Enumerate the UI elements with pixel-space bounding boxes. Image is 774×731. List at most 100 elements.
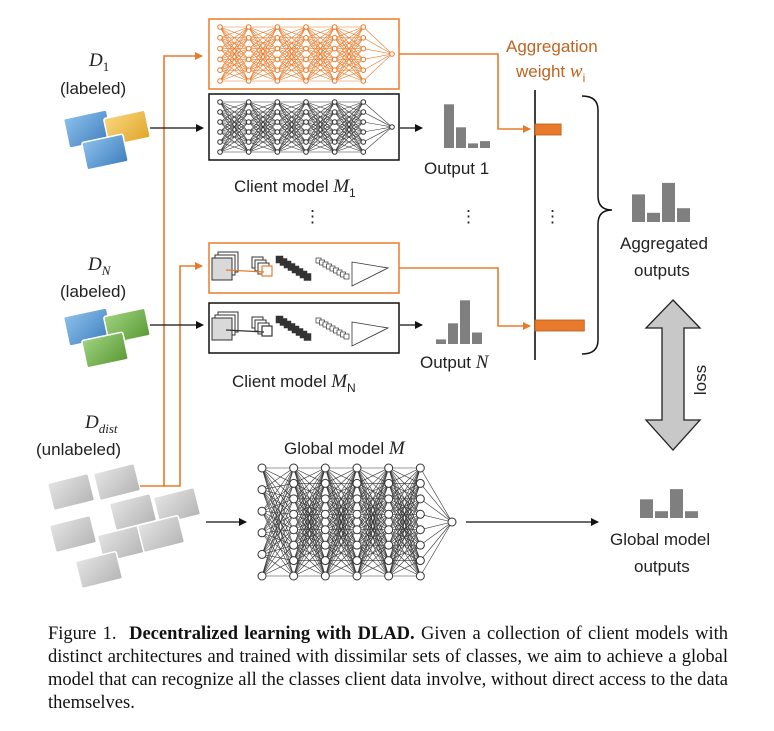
network-node [274,56,281,63]
network-edge [248,26,278,49]
cnn-layer [303,273,312,281]
network-node [360,119,367,125]
network-edge [293,483,326,577]
cnn-layer [261,325,273,337]
network-node [320,478,330,488]
network-edge [334,37,364,82]
network-edge [363,37,393,55]
network-edge [219,121,249,153]
network-edge [261,510,294,546]
output-1-label: Output 1 [424,159,489,178]
network-edge [325,467,358,530]
dlad-diagram: D1 (labeled) DN (labeled) Ddist (unlabel… [36,18,710,589]
histogram-bar [448,323,458,344]
histogram-bar [670,489,683,518]
network-node [217,24,223,30]
network-edge [388,467,421,546]
network-edge [261,489,294,515]
network-node [415,556,425,566]
histogram-bar [480,141,490,148]
network-node [303,119,309,125]
network-edge [334,101,364,133]
network-node [360,109,367,115]
network-node [384,478,394,488]
network-edge [261,498,294,577]
network-node [384,540,394,550]
dataset-dist-images [46,463,202,589]
network-edge [293,560,326,577]
network-edge [388,483,421,577]
network-node [415,525,425,535]
network-edge [305,101,335,123]
data-arrows [150,124,599,526]
network-edge [277,141,307,153]
network-edge [293,498,326,577]
network-node [389,51,395,57]
aggregated-label-line1: Aggregated [620,234,708,253]
cnn-layer [303,333,312,341]
network-node [303,149,309,155]
network-edge [388,529,421,577]
network-edge [219,141,249,153]
dataset-dn-images [62,307,151,369]
network-edge [219,26,249,82]
network-edge [356,560,389,577]
network-node [415,494,425,504]
network-edge [261,514,294,555]
network-edge [363,101,393,128]
network-edge [388,544,421,577]
network-node [415,509,425,519]
network-edge [248,101,278,153]
network-edge [293,467,326,500]
network-edge [388,467,421,500]
network-edge [261,532,294,546]
network-edge [293,467,326,561]
network-edge [261,467,294,490]
network-edge [277,59,307,82]
network-node [245,67,252,73]
network-edge [363,53,393,60]
network-edge [261,532,294,561]
network-node [320,463,330,473]
network-edge [325,514,358,577]
network-edge [219,26,249,39]
network-edge [356,483,389,577]
network-edge [325,467,358,561]
network-edge [388,467,421,484]
network-node [320,540,330,550]
network-edge [248,26,278,71]
network-node [217,119,223,125]
vertical-dots-models: ⋮ [304,207,321,226]
network-edge [261,529,294,555]
network-node [245,139,252,145]
network-edge [293,529,326,577]
network-node [331,35,338,41]
histogram-bar [468,143,478,148]
network-node [303,45,309,52]
network-node [274,109,281,115]
output-n-histogram [436,300,482,344]
network-edge [261,498,294,512]
network-edge [261,529,294,534]
network-edge [248,69,278,82]
network-node [415,478,425,488]
network-edge [356,498,389,577]
network-edge [277,131,307,153]
network-edge [334,121,364,153]
network-node [320,556,330,566]
network-edge [305,101,335,113]
loss-double-arrow [644,299,702,451]
client-model-1-orange-network [217,24,395,84]
network-edge [277,101,307,153]
cnn-layer [211,257,233,281]
network-edge [219,26,249,49]
network-node [352,494,362,504]
network-node [289,463,299,473]
client-model-n-orange-box [208,242,400,294]
dataset-dn-status: (labeled) [60,282,126,301]
network-edge [261,554,294,561]
cnn-fc [351,261,390,287]
network-node [245,78,252,84]
network-node [274,24,281,30]
network-edge [248,141,278,153]
